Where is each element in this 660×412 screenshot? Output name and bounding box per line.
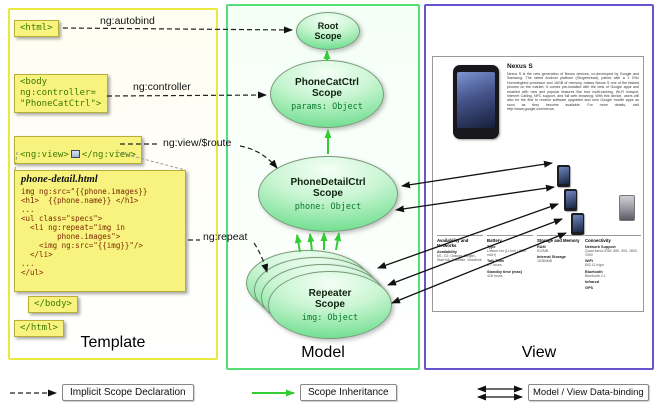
body-open-tag-note: <body ng:controller= "PhoneCatCtrl"> bbox=[14, 74, 108, 113]
spec-value: Quad-band GSM: 850, 900, 1800, 1900 bbox=[585, 249, 638, 258]
ng-view-route-label: ng:view/$route bbox=[163, 137, 232, 149]
phone-description-text: Nexus S is the new generation of Nexus d… bbox=[507, 72, 639, 112]
phone-thumbnail-screen bbox=[558, 167, 569, 184]
root-scope-title: Root Scope bbox=[314, 21, 342, 41]
spec-label: WiFi bbox=[585, 259, 593, 264]
spec-header: Battery bbox=[487, 235, 533, 243]
phonecatctrl-scope-title: PhoneCatCtrl Scope bbox=[295, 76, 359, 99]
ng-autobind-label: ng:autobind bbox=[100, 15, 155, 27]
phonedetailctrl-scope-ellipse: PhoneDetailCtrl Scope phone: Object bbox=[258, 156, 398, 232]
spec-label: Infrared bbox=[585, 279, 600, 284]
code-line: <li ng:repeat="img in bbox=[21, 223, 125, 232]
spec-column-storage: Storage and Memory RAM 512MB Internal St… bbox=[537, 235, 581, 263]
spec-label: Network Support bbox=[585, 245, 616, 249]
spec-value: 6.7 hours bbox=[487, 263, 502, 268]
phone-detail-code-note: phone-detail.html img ng:src="{{phone.im… bbox=[14, 170, 186, 292]
spec-label: Bluetooth bbox=[585, 269, 603, 274]
code-line: </ul> bbox=[21, 268, 44, 277]
repeater-scope-prop: img: Object bbox=[301, 312, 359, 323]
phonecatctrl-scope-prop: params: Object bbox=[291, 101, 363, 112]
code-line: <ul class="specs"> bbox=[21, 214, 103, 223]
ngview-close-tag: </ng:view> bbox=[81, 150, 136, 160]
spec-column-battery: Battery Type Lithium Ion (Li-Ion) (1500 … bbox=[487, 235, 533, 278]
spec-value: 16384MB bbox=[537, 259, 552, 264]
root-scope-ellipse: Root Scope bbox=[296, 12, 360, 50]
spec-header: Availability and Networks bbox=[437, 235, 483, 248]
flip-phone-thumbnail bbox=[619, 195, 635, 221]
legend-scope-inheritance: Scope Inheritance bbox=[300, 384, 397, 401]
model-panel-label: Model bbox=[301, 344, 345, 361]
spec-value: 428 hours bbox=[487, 273, 503, 278]
repeater-scope-ellipse: Repeater Scope img: Object bbox=[268, 271, 392, 339]
repeater-scope-title: Repeater Scope bbox=[308, 287, 352, 310]
spec-column-availability: Availability and Networks Availability M… bbox=[437, 235, 483, 262]
spec-label: GPS bbox=[585, 285, 594, 290]
ng-controller-label: ng:controller bbox=[133, 81, 191, 93]
code-line: <img ng:src="{{img}}"/> bbox=[21, 241, 143, 250]
html-open-tag-note: <html> bbox=[14, 20, 59, 37]
body-close-tag-note: </body> bbox=[28, 296, 78, 313]
phonecatctrl-scope-ellipse: PhoneCatCtrl Scope params: Object bbox=[270, 60, 384, 128]
spec-value: 802.11 b/g/n bbox=[585, 263, 605, 268]
phonedetailctrl-scope-prop: phone: Object bbox=[294, 201, 362, 212]
view-panel-label: View bbox=[521, 344, 557, 361]
phone-main-image bbox=[453, 65, 499, 139]
html-close-tag-note: </html> bbox=[14, 320, 64, 337]
spec-header: Storage and Memory bbox=[537, 235, 581, 243]
template-panel-label: Template bbox=[80, 334, 146, 351]
phone-thumbnail-1 bbox=[557, 165, 570, 187]
spec-value: Bluetooth 2.1 bbox=[585, 273, 606, 278]
legend-model-view-data-binding: Model / View Data-binding bbox=[528, 384, 649, 401]
spec-column-connectivity: Connectivity Network Support Quad-band G… bbox=[585, 235, 641, 290]
legend-implicit-scope-declaration: Implicit Scope Declaration bbox=[62, 384, 194, 401]
code-line: img ng:src="{{phone.images}} bbox=[21, 187, 148, 196]
code-line: <h1> {{phone.name}} </h1> bbox=[21, 196, 139, 205]
spec-value: Lithium Ion (Li-Ion) (1500 mAH) bbox=[487, 249, 527, 258]
ngview-tag-note: <ng:view> </ng:view> bbox=[14, 136, 142, 164]
phone-thumbnail-screen bbox=[565, 191, 576, 208]
code-line: ... bbox=[21, 259, 35, 268]
spec-value: M1, O2, Orange, Singtel, StarHub, T-Mobi… bbox=[437, 254, 482, 263]
phonedetailctrl-scope-title: PhoneDetailCtrl Scope bbox=[290, 176, 366, 199]
phone-thumbnail-screen bbox=[572, 215, 583, 232]
rendered-view-page: Nexus S Nexus S is the new generation of… bbox=[432, 56, 644, 312]
phone-thumbnail-3 bbox=[571, 213, 584, 235]
phone-name-heading: Nexus S bbox=[507, 63, 533, 70]
phone-main-screen bbox=[457, 72, 495, 128]
spec-value: 512MB bbox=[537, 249, 549, 253]
ng-repeat-label: ng:repeat bbox=[203, 231, 248, 243]
ngview-open-tag: <ng:view> bbox=[20, 150, 69, 160]
code-line: phone.images"> bbox=[21, 232, 121, 241]
code-title: phone-detail.html bbox=[21, 174, 98, 185]
view-placeholder-icon bbox=[70, 150, 80, 158]
spec-header: Connectivity bbox=[585, 235, 641, 243]
code-line: </li> bbox=[21, 250, 53, 259]
code-line: ... bbox=[21, 205, 35, 214]
phone-thumbnail-2 bbox=[564, 189, 577, 211]
